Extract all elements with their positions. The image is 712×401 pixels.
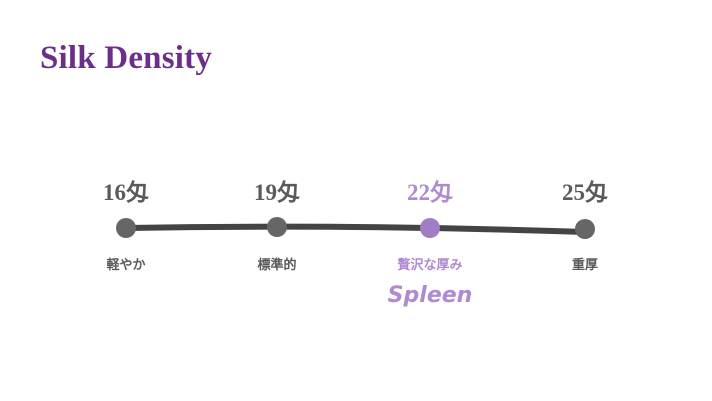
scale-dot-25 xyxy=(575,219,595,239)
scale-dot-16 xyxy=(116,218,136,238)
scale-label: 重厚 xyxy=(571,258,598,273)
page-title: Silk Density xyxy=(40,40,213,76)
scale-value: 25匁 xyxy=(562,180,608,205)
scale-value: 16匁 xyxy=(103,180,149,205)
scale-label: 軽やか xyxy=(106,258,146,273)
scale-line xyxy=(125,223,586,235)
scale-label-highlight: 贅沢な厚み xyxy=(397,258,463,273)
brand-logo: Spleen xyxy=(387,283,473,308)
scale-value-highlight: 22匁 xyxy=(407,180,453,205)
scale-value: 19匁 xyxy=(254,180,300,205)
scale-dot-19 xyxy=(267,217,287,237)
scale-dot-22 xyxy=(420,218,440,238)
scale-label: 標準的 xyxy=(257,258,297,273)
